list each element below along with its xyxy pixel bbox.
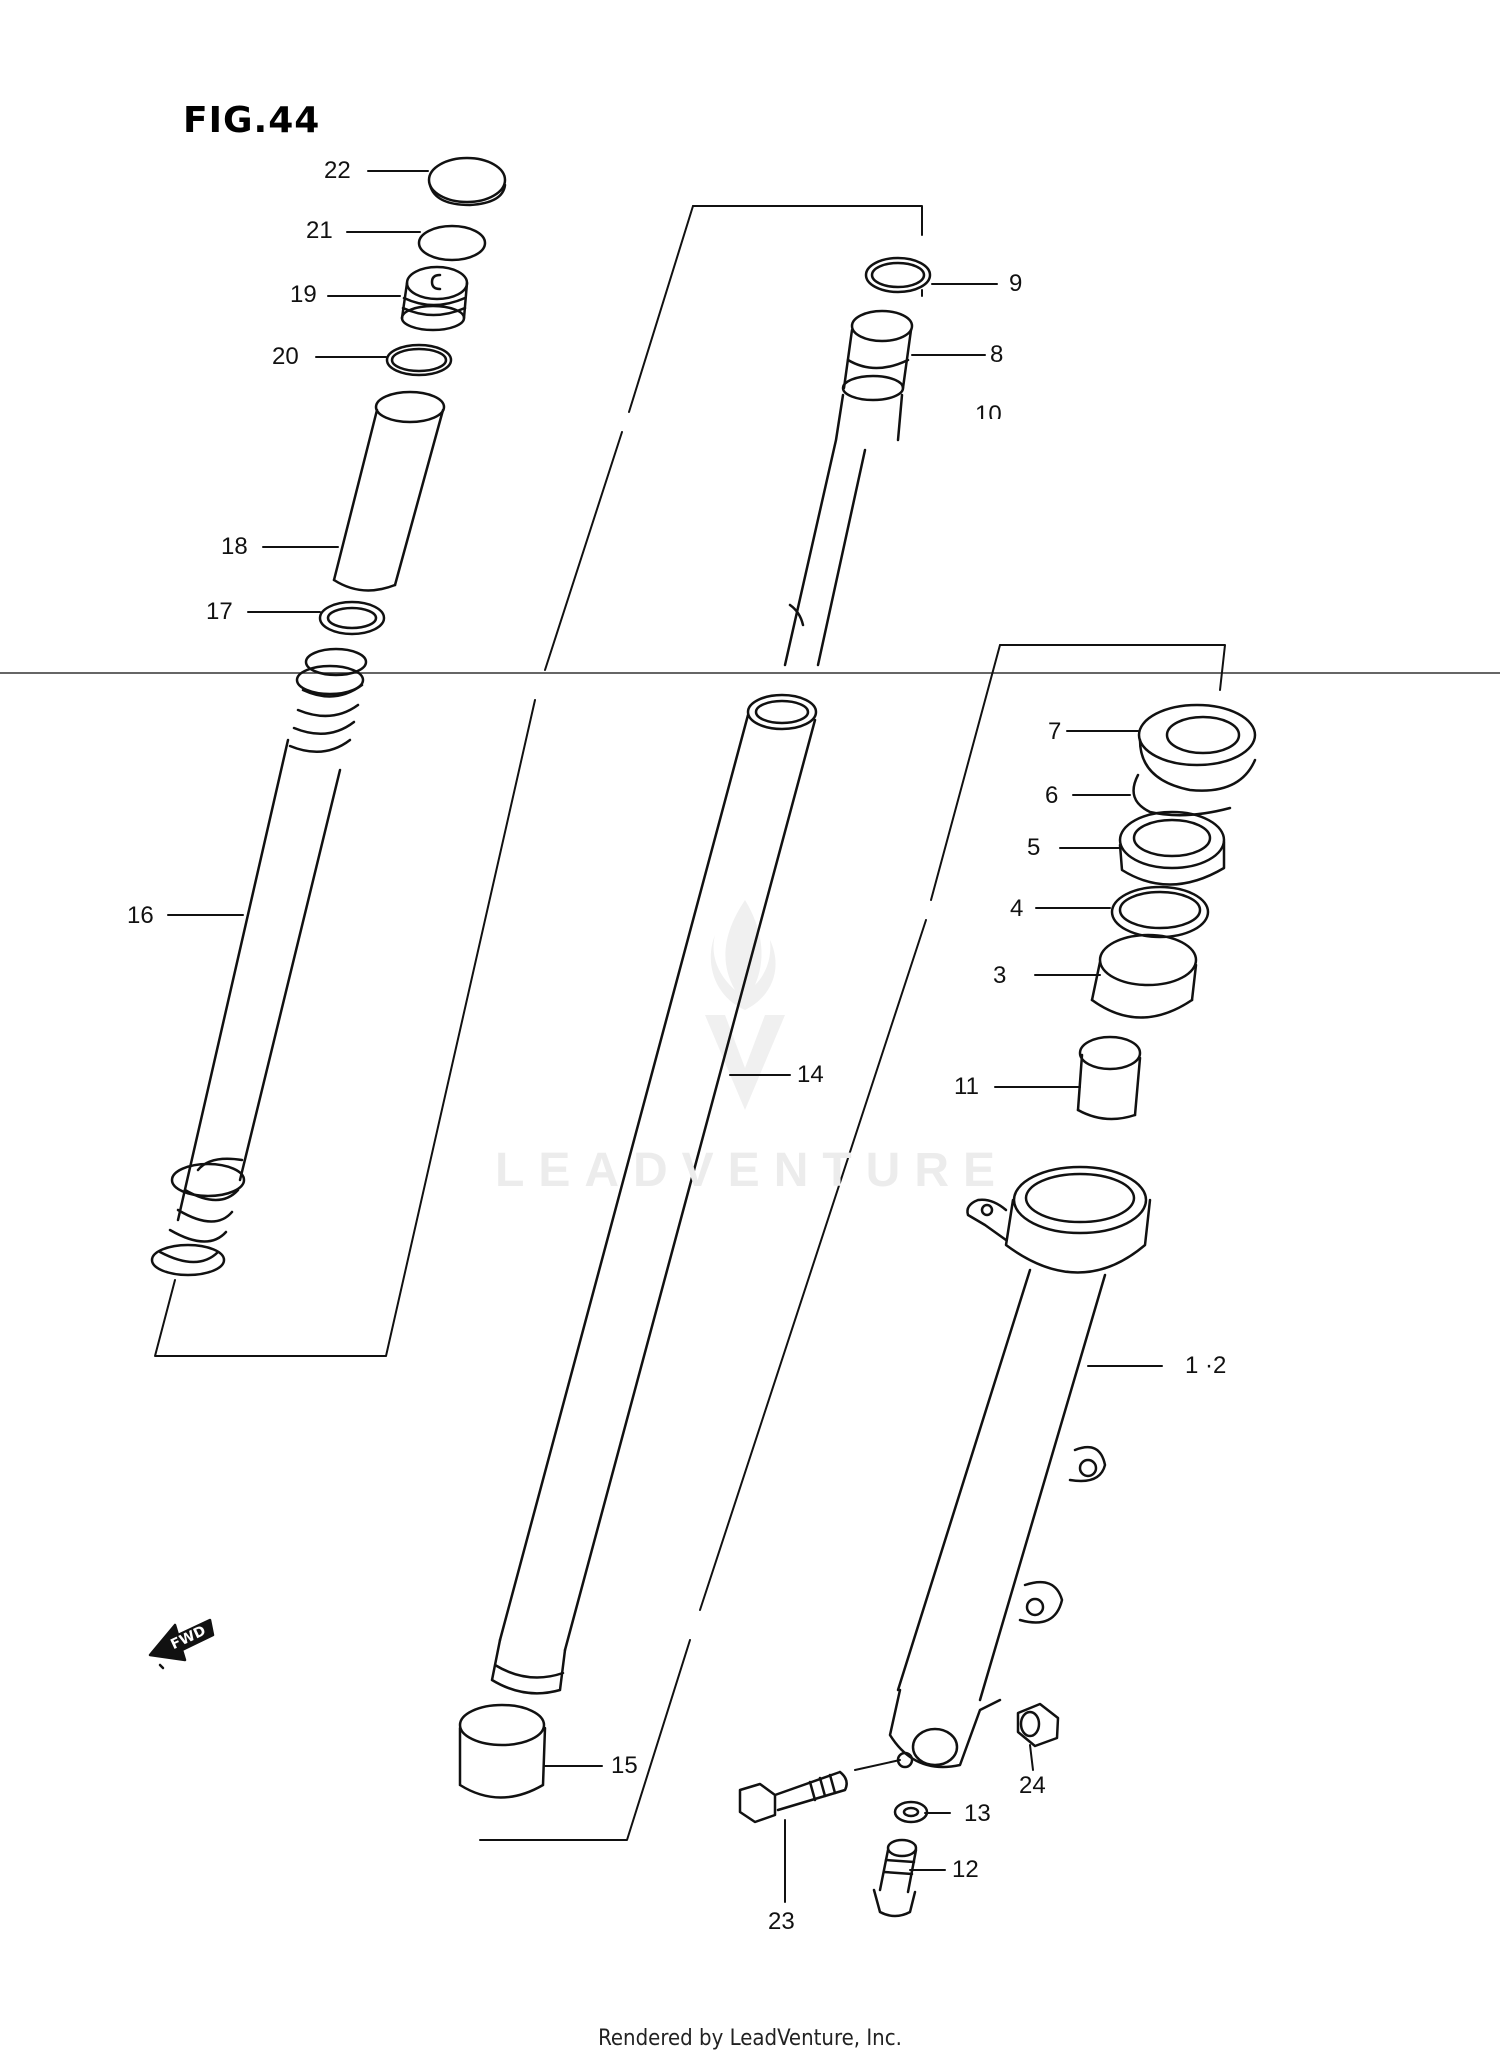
part-6-stopper-ring [1132, 773, 1232, 817]
callout-6: 6 [1045, 782, 1059, 809]
callout-13: 13 [964, 1800, 991, 1827]
group-boundary-right [479, 644, 1226, 1841]
part-9-ring [864, 256, 932, 294]
callout-15: 15 [611, 1752, 638, 1779]
part-22-cap [427, 156, 507, 207]
callout-22: 22 [324, 157, 351, 184]
callout-20: 20 [272, 343, 299, 370]
footer-credit: Rendered by LeadVenture, Inc. [598, 2026, 902, 2051]
watermark-text: LEADVENTURE [495, 1144, 1010, 1197]
part-5-oil-seal [1118, 810, 1226, 886]
callout-9: 9 [1009, 270, 1023, 297]
callout-19: 19 [290, 281, 317, 308]
part-14-inner-tube [490, 693, 818, 1695]
callout-8: 8 [990, 341, 1004, 368]
part-1-outer-tube [888, 1165, 1152, 1769]
fwd-arrow-icon [148, 1618, 215, 1670]
part-7-dust-seal [1137, 703, 1257, 792]
part-15-guide-bush [458, 1703, 547, 1799]
callout-21: 21 [306, 217, 333, 244]
callout-24: 24 [1019, 1772, 1046, 1799]
part-12-drain-screw [872, 1838, 918, 1918]
callout-7: 7 [1048, 718, 1062, 745]
part-16-fork-spring [150, 647, 368, 1277]
callout-5: 5 [1027, 834, 1041, 861]
part-24-nut [1016, 1702, 1060, 1748]
callout-23: 23 [768, 1908, 795, 1935]
callout-12: 12 [952, 1856, 979, 1883]
part-4-washer [1110, 885, 1210, 939]
part-13-washer [893, 1800, 929, 1824]
callout-17: 17 [206, 598, 233, 625]
part-19-fork-plug [400, 265, 469, 332]
callout-16: 16 [127, 902, 154, 929]
callout-10: 10 [975, 403, 1002, 419]
part-8-damper-rod [783, 309, 914, 667]
group-boundary-left [154, 205, 923, 1357]
leader-lines [167, 170, 1163, 1903]
part-21-circlip [417, 224, 487, 262]
callout-1-2: 1 ·2 [1185, 1352, 1227, 1379]
part-23-bolt [738, 1770, 848, 1824]
figure-title: FIG.44 [183, 100, 321, 141]
callout-11: 11 [954, 1073, 979, 1100]
callout-3: 3 [993, 962, 1007, 989]
callout-14: 14 [797, 1061, 824, 1088]
part-11-bush [1076, 1035, 1142, 1121]
part-3-bushing [1090, 933, 1198, 1019]
part-18-spacer [332, 390, 446, 592]
callout-4: 4 [1010, 895, 1024, 922]
part-20-o-ring [385, 343, 453, 377]
callout-18: 18 [221, 533, 248, 560]
part-17-washer [318, 600, 386, 636]
watermark-logo [705, 900, 785, 1110]
